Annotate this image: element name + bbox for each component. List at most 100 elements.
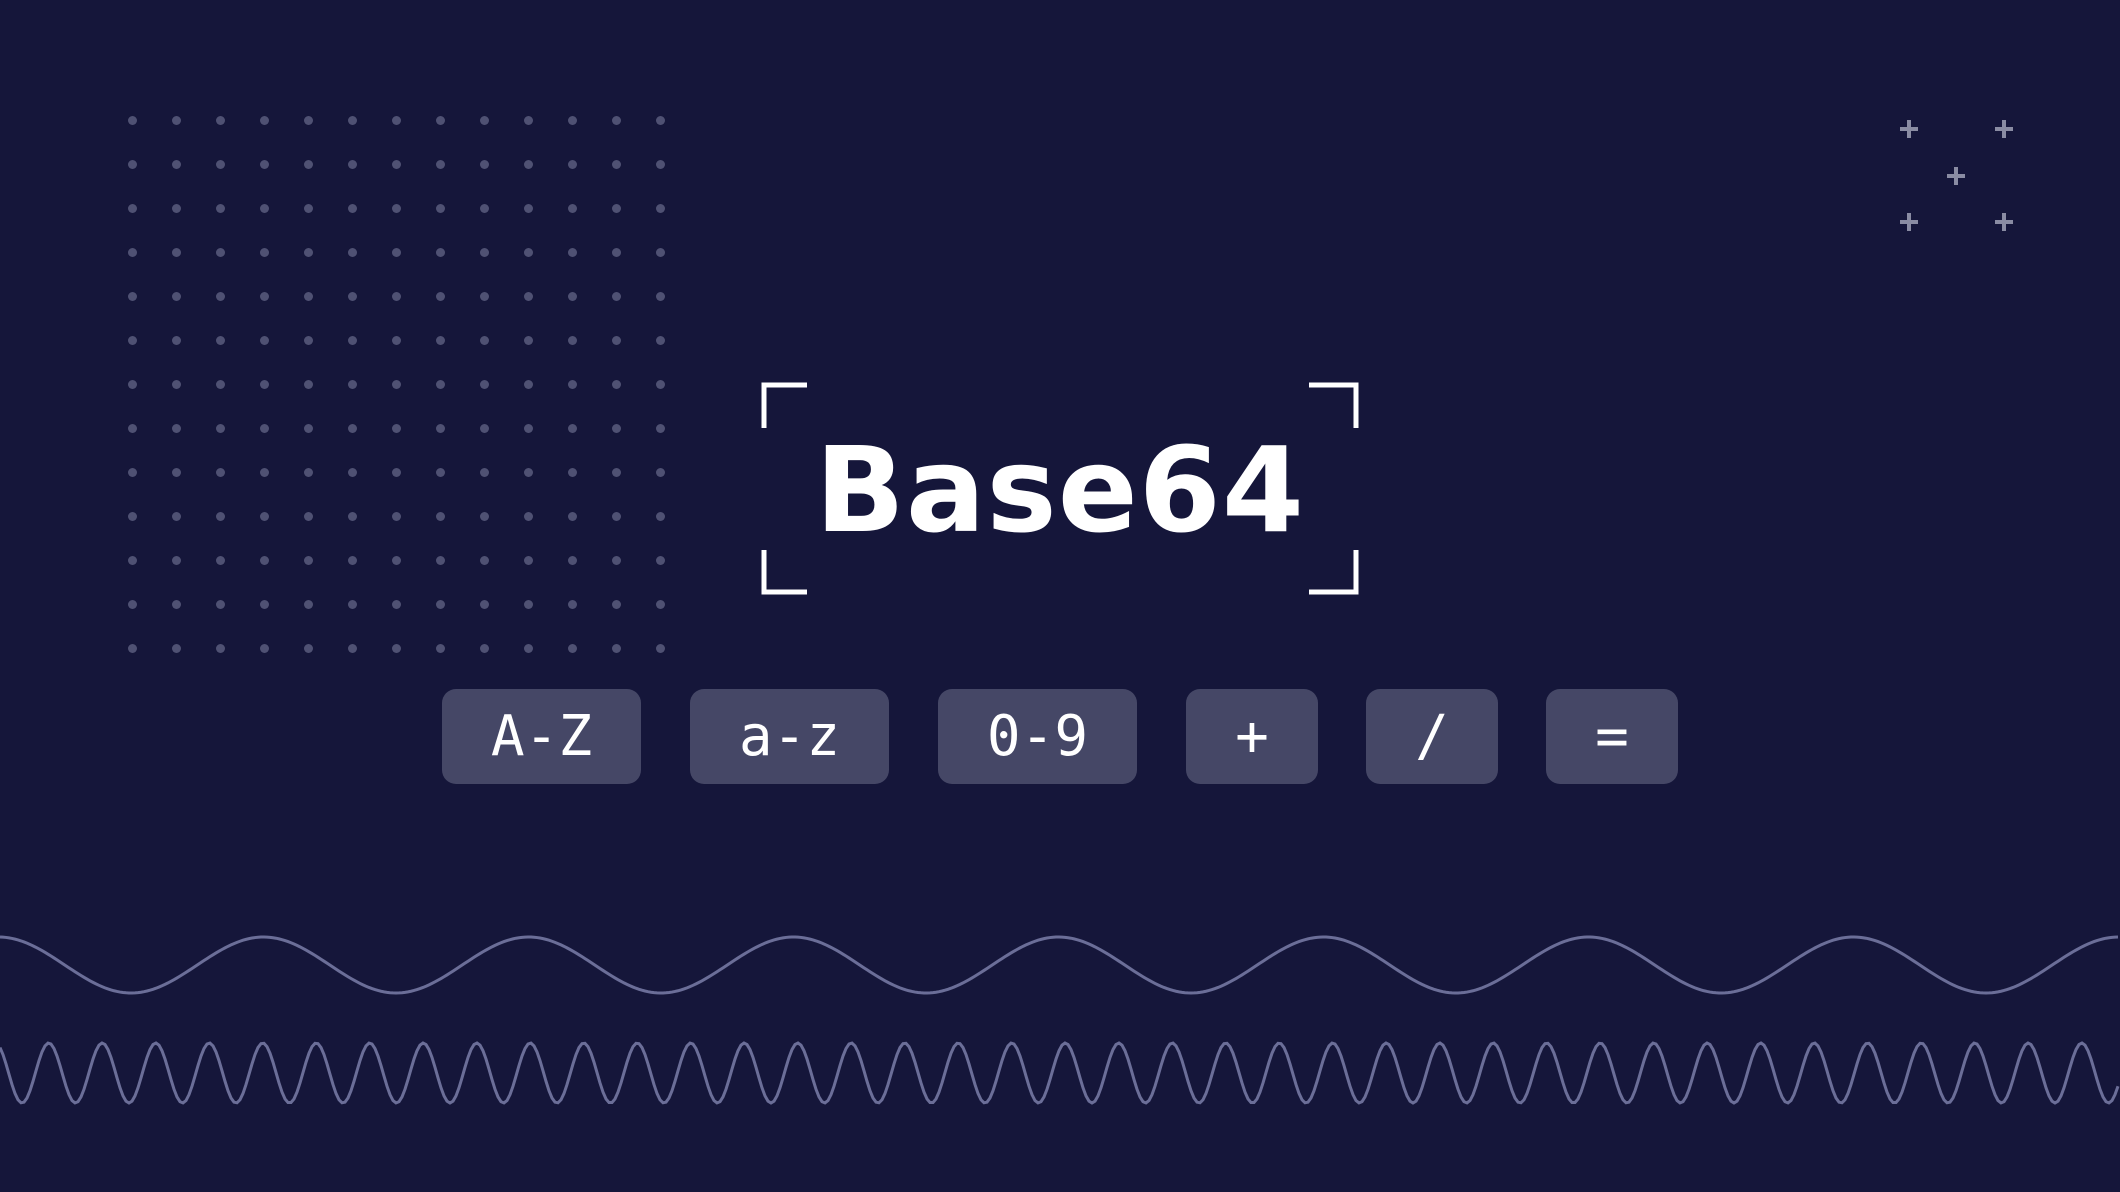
plus-icon xyxy=(1995,120,2013,138)
dot xyxy=(392,160,401,169)
dot xyxy=(568,160,577,169)
plus-icon xyxy=(1947,167,1965,185)
dot xyxy=(480,512,489,521)
dot xyxy=(656,204,665,213)
dot xyxy=(436,468,445,477)
plus-icon xyxy=(1900,120,1918,138)
dot xyxy=(304,380,313,389)
dot xyxy=(612,556,621,565)
dot xyxy=(480,600,489,609)
dot xyxy=(128,248,137,257)
dot xyxy=(216,424,225,433)
dot xyxy=(480,556,489,565)
dot xyxy=(524,160,533,169)
dot xyxy=(260,468,269,477)
dot xyxy=(524,380,533,389)
long-wave xyxy=(0,935,2119,995)
dot xyxy=(348,248,357,257)
dot xyxy=(304,644,313,653)
dot xyxy=(216,292,225,301)
plus-icon xyxy=(1995,213,2013,231)
dot xyxy=(480,160,489,169)
dot xyxy=(348,556,357,565)
dot xyxy=(392,512,401,521)
dot xyxy=(128,424,137,433)
dot xyxy=(128,116,137,125)
dot xyxy=(348,468,357,477)
dot xyxy=(172,292,181,301)
dot xyxy=(304,116,313,125)
corner-bracket-top-right xyxy=(1309,382,1359,428)
dot xyxy=(128,292,137,301)
dot xyxy=(436,424,445,433)
dot xyxy=(172,600,181,609)
dot xyxy=(392,468,401,477)
corner-bracket-bottom-right xyxy=(1309,550,1359,595)
dot xyxy=(216,336,225,345)
dot xyxy=(612,160,621,169)
dot xyxy=(436,292,445,301)
dot xyxy=(656,116,665,125)
dot xyxy=(656,644,665,653)
dot xyxy=(128,160,137,169)
dot xyxy=(524,292,533,301)
dot xyxy=(172,380,181,389)
dot xyxy=(260,292,269,301)
dot xyxy=(172,468,181,477)
dot xyxy=(304,292,313,301)
dot xyxy=(612,248,621,257)
dot xyxy=(172,336,181,345)
chip-slash: / xyxy=(1366,689,1498,784)
dot xyxy=(392,116,401,125)
dot xyxy=(260,204,269,213)
dot xyxy=(524,644,533,653)
dot xyxy=(348,292,357,301)
dot xyxy=(568,468,577,477)
dot xyxy=(612,204,621,213)
dot xyxy=(260,160,269,169)
dot xyxy=(172,160,181,169)
dot xyxy=(172,424,181,433)
dot xyxy=(436,512,445,521)
dot xyxy=(480,204,489,213)
dot xyxy=(612,336,621,345)
dot xyxy=(260,248,269,257)
dot xyxy=(656,292,665,301)
dot xyxy=(348,160,357,169)
dot xyxy=(304,336,313,345)
dot xyxy=(436,160,445,169)
dot xyxy=(612,512,621,521)
dot xyxy=(656,336,665,345)
dot xyxy=(656,600,665,609)
dot xyxy=(392,556,401,565)
dot xyxy=(216,600,225,609)
dot xyxy=(304,468,313,477)
dot xyxy=(480,644,489,653)
dot xyxy=(656,468,665,477)
dot xyxy=(216,380,225,389)
dot xyxy=(568,644,577,653)
dot xyxy=(172,512,181,521)
dot xyxy=(436,336,445,345)
dot xyxy=(524,336,533,345)
short-wave xyxy=(0,1041,2120,1105)
dot xyxy=(304,512,313,521)
chip-digits: 0-9 xyxy=(938,689,1137,784)
dot xyxy=(656,424,665,433)
dot xyxy=(128,644,137,653)
dot xyxy=(348,336,357,345)
dot xyxy=(568,556,577,565)
dot xyxy=(172,644,181,653)
dot xyxy=(480,380,489,389)
dot xyxy=(436,248,445,257)
dot xyxy=(568,512,577,521)
dot xyxy=(128,336,137,345)
dot xyxy=(436,380,445,389)
dot xyxy=(260,424,269,433)
dot xyxy=(304,600,313,609)
dot xyxy=(260,556,269,565)
dot xyxy=(348,204,357,213)
